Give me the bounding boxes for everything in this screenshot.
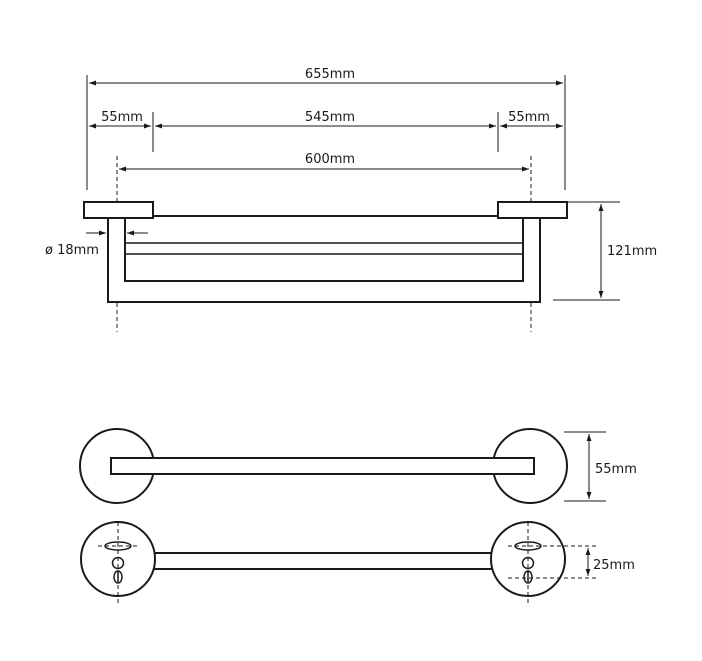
projection-depth-label: 121mm bbox=[607, 244, 657, 259]
flange-diameter-label: 55mm bbox=[595, 462, 637, 477]
towel-bar-u-inner bbox=[124, 215, 524, 282]
towel-bar-back bbox=[144, 552, 501, 570]
tube-diameter-label: ø 18mm bbox=[45, 243, 99, 258]
mounting-view: 25mm bbox=[80, 521, 635, 604]
wall-flange-left bbox=[83, 201, 154, 219]
center-distance-label: 600mm bbox=[305, 152, 355, 167]
left-flange-label: 55mm bbox=[101, 110, 143, 125]
side-elevation-view: 655mm 55mm 545mm 55mm 600mm ø 18mm 121mm bbox=[45, 67, 657, 332]
towel-bar-front bbox=[110, 457, 535, 475]
front-view: 55mm bbox=[79, 428, 637, 504]
hole-spacing-label: 25mm bbox=[593, 558, 635, 573]
bar-length-label: 545mm bbox=[305, 110, 355, 125]
right-flange-label: 55mm bbox=[508, 110, 550, 125]
wall-flange-right bbox=[497, 201, 568, 219]
overall-length-label: 655mm bbox=[305, 67, 355, 82]
